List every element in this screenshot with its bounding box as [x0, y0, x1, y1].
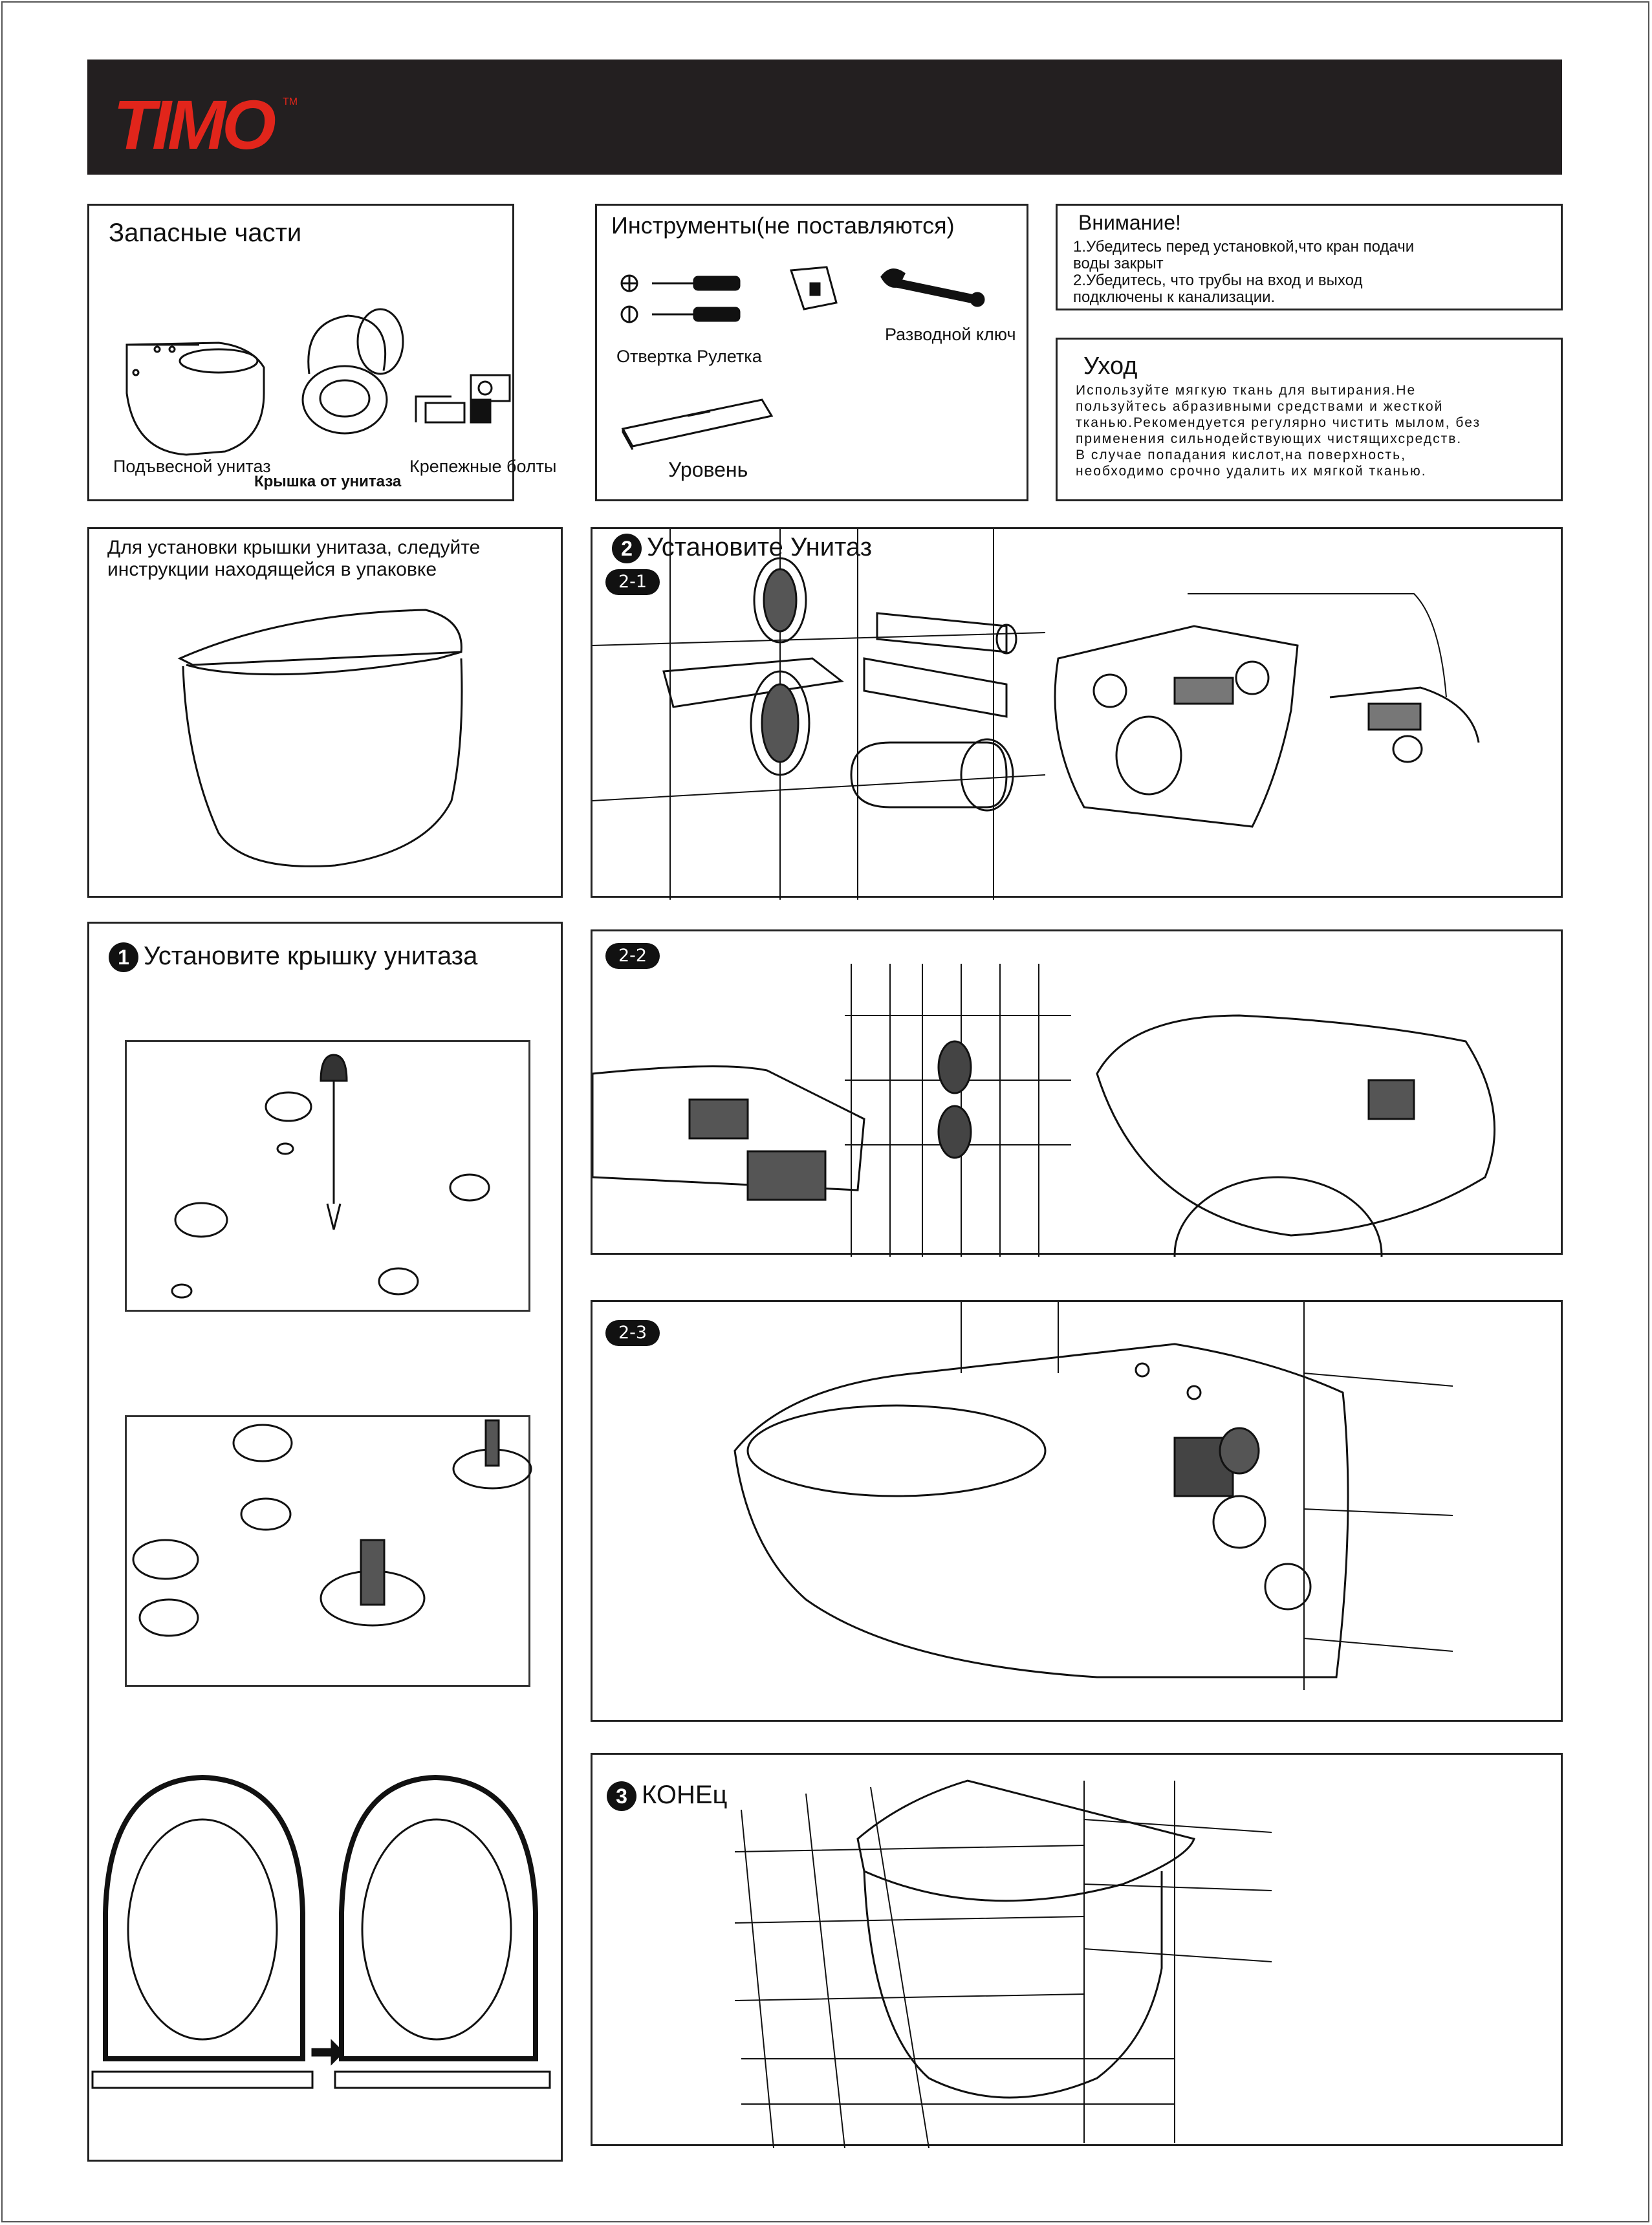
step1-number-badge: 1 — [109, 942, 138, 973]
step2-1-illustration — [592, 529, 1565, 900]
substep-2-1-badge: 2-1 — [605, 569, 660, 595]
seat-mounting-illustration — [89, 924, 565, 2164]
step1-title: Установите крышку унитаза — [144, 942, 478, 970]
tools-title: Инструменты(не поставляются) — [611, 212, 955, 239]
header-bar: TIMO TM — [87, 60, 1562, 175]
step3-number-badge: 3 — [607, 1781, 636, 1812]
care-line-5: В случае попадания кислот,на поверхность… — [1076, 448, 1406, 462]
spare-seat-label: Крышка от унитаза — [254, 473, 402, 490]
step3-title: КОНЕц — [642, 1781, 728, 1809]
attention-panel: Внимание! 1.Убедитесь перед установкой,ч… — [1056, 204, 1563, 310]
tools-level-label: Уровень — [668, 458, 748, 481]
care-title: Уход — [1083, 353, 1138, 380]
spare-parts-title: Запасные части — [109, 219, 302, 247]
tools-panel: Инструменты(не поставляются) Отвертка Ру… — [595, 204, 1028, 501]
care-panel: Уход Используйте мягкую ткань для вытира… — [1056, 338, 1563, 501]
step2-number-badge: 2 — [612, 534, 642, 564]
seat-note-line-1: Для установки крышки унитаза, следуйте — [107, 537, 481, 558]
tools-screwdriver-tape-label: Отвертка Рулетка — [616, 347, 762, 366]
attention-line-2: воды закрыт — [1073, 255, 1164, 272]
care-line-1: Используйте мягкую ткань для вытирания.Н… — [1076, 383, 1417, 398]
spare-parts-panel: Запасные части Подъвесной унитаз Крышка … — [87, 204, 556, 503]
step2-2-illustration — [592, 931, 1565, 1257]
care-line-3: тканью.Рекомендуется регулярно чистить м… — [1076, 415, 1481, 430]
spare-bolts-label: Крепежные болты — [409, 457, 557, 476]
seat-note-line-2: инструкции находящейся в упаковке — [107, 559, 437, 580]
step2-3-panel: 2-3 — [591, 1300, 1563, 1722]
seat-hinge-covers-illustration — [127, 1417, 532, 1689]
seat-hinge-parts-illustration — [127, 1042, 532, 1314]
spare-parts-illustration — [89, 206, 516, 503]
care-line-6: необходимо срочно удалить их мягкой ткан… — [1076, 464, 1427, 479]
attention-line-1: 1.Убедитесь перед установкой,что кран по… — [1073, 238, 1415, 255]
seat-note-panel: Для установки крышки унитаза, следуйте и… — [87, 527, 563, 898]
tools-wrench-label: Разводной ключ — [885, 325, 1016, 344]
brand-logo: TIMO TM — [113, 85, 298, 157]
svg-text:TM: TM — [283, 96, 298, 107]
step2-title: Установите Унитаз — [647, 533, 873, 561]
tools-illustration — [597, 206, 1030, 503]
substep-2-2-badge: 2-2 — [605, 943, 660, 969]
spare-toilet-label: Подъвесной унитаз — [113, 457, 271, 476]
attention-title: Внимание! — [1078, 211, 1181, 234]
attention-line-3: 2.Убедитесь, что трубы на вход и выход — [1073, 272, 1363, 289]
toilet-with-seat-illustration — [89, 529, 565, 900]
care-line-4: применения сильнодействующих чистящихсре… — [1076, 431, 1462, 446]
care-line-2: пользуйтесь абразивными средствами и жес… — [1076, 399, 1444, 414]
substep-2-3-badge: 2-3 — [605, 1320, 660, 1346]
step1-detail-box-b — [125, 1415, 530, 1687]
step1-detail-box-a — [125, 1040, 530, 1312]
step3-illustration — [592, 1755, 1565, 2148]
step2-2-panel: 2-2 — [591, 929, 1563, 1255]
step2-3-illustration — [592, 1302, 1565, 1724]
svg-text:TIMO: TIMO — [113, 85, 276, 157]
attention-line-4: подключены к канализации. — [1073, 288, 1276, 306]
